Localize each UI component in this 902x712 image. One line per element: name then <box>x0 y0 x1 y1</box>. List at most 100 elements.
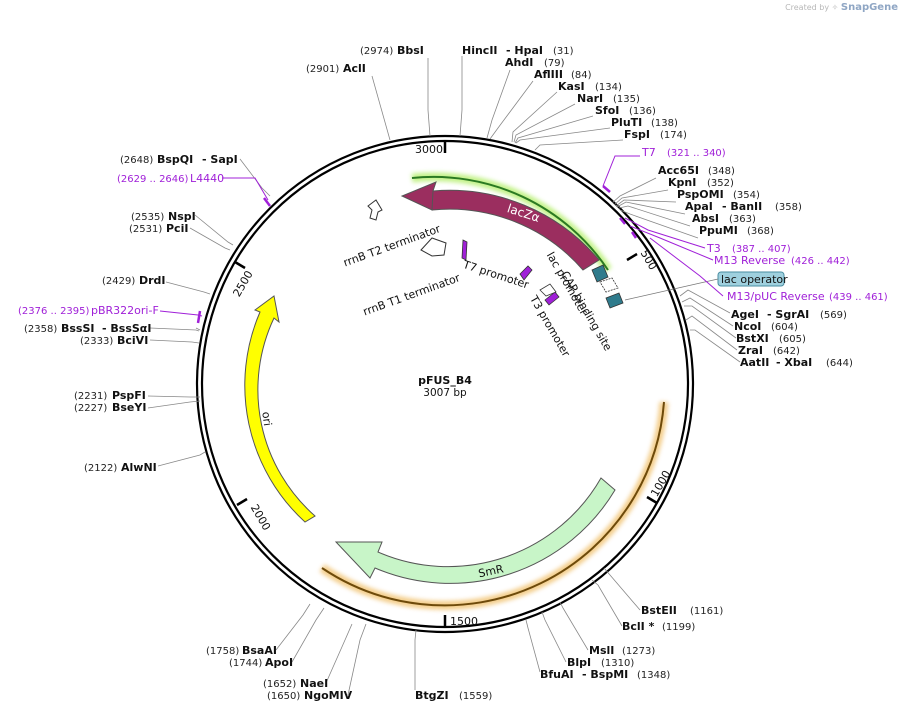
bbsi-name: BbsI <box>397 44 424 57</box>
enzyme-absi: AbsI (363) <box>692 212 756 225</box>
ncoi-pos: (604) <box>771 322 798 333</box>
primer-m13rev: M13 Reverse (426 .. 442) <box>714 254 850 267</box>
btgzi-name: BtgZI <box>415 689 449 702</box>
bsteii-name: BstEII <box>641 604 677 617</box>
m13rev-primer-range: (426 .. 442) <box>791 256 850 267</box>
alwni-name: AlwNI <box>121 461 157 474</box>
alwni-pos: (2122) <box>84 463 117 474</box>
pcii-name: PciI <box>166 222 188 235</box>
pspomi-name: PspOMI <box>677 188 724 201</box>
absi-name: AbsI <box>692 212 719 225</box>
primer-t7: T7 (321 .. 340) <box>641 146 726 159</box>
hincii-name: HincII <box>462 44 498 57</box>
enzyme-fspi: FspI (174) <box>624 128 687 141</box>
rrnB-T1-terminator-arrow <box>420 237 447 257</box>
t3-promoter-arrow-a <box>519 265 533 281</box>
acc65i-pos: (348) <box>708 166 735 177</box>
bstxi-name: BstXI <box>736 332 769 345</box>
enzyme-nari: NarI (135) <box>577 92 640 105</box>
smr-label: SmR <box>477 562 505 580</box>
agei-name: AgeI <box>731 308 759 321</box>
enzyme-kasi: KasI (134) <box>558 80 622 93</box>
t3-promoter-arrow-b <box>544 291 560 306</box>
apai-name: ApaI <box>685 200 713 213</box>
enzyme-bbsi: (2974) BbsI <box>360 44 424 57</box>
aflii-pos: (84) <box>571 70 592 81</box>
plasmid-size: 3007 bp <box>423 387 467 399</box>
primer-m13puc: M13/pUC Reverse (439 .. 461) <box>727 290 888 303</box>
sfoi-name: SfoI <box>595 104 619 117</box>
pbr322-primer-range: (2376 .. 2395) <box>18 306 90 317</box>
zrai-pos: (642) <box>773 346 800 357</box>
snapgene-credit: Created by ✧ SnapGene <box>785 2 898 13</box>
rrnB-T1-terminator-label: rrnB T1 terminator <box>361 271 462 318</box>
plasmid-name: pFUS_B4 <box>418 374 472 387</box>
acli-name: AclI <box>343 62 366 75</box>
sgrai-name: - SgrAI <box>767 308 809 321</box>
ori-arrow <box>244 295 316 523</box>
blpi-name: BlpI <box>567 656 591 669</box>
pcii-pos: (2531) <box>129 224 162 235</box>
sfoi-pos: (136) <box>629 106 656 117</box>
enzyme-naei: (1652) NaeI <box>263 677 328 690</box>
zrai-name: ZraI <box>738 344 763 357</box>
kasi-name: KasI <box>558 80 585 93</box>
enzyme-bspqi: (2648) BspQI - SapI <box>120 153 238 166</box>
ppumi-name: PpuMI <box>699 224 738 237</box>
tick-2500-label: 2500 <box>230 268 255 299</box>
apoi-pos: (1744) <box>229 658 262 669</box>
aflii-name: AflIII <box>534 68 563 81</box>
enzyme-hincii: HincII - HpaI (31) <box>462 44 574 57</box>
bcivi-pos: (2333) <box>80 336 113 347</box>
fspi-pos: (174) <box>660 130 687 141</box>
lacZa-cds-line <box>411 175 609 271</box>
enzyme-nspi: (2535) NspI <box>131 210 196 223</box>
bspqi-name: BspQI <box>157 153 193 166</box>
t7-promoter-arrow <box>461 239 468 261</box>
enzyme-leader-lines <box>147 56 741 696</box>
primer-leader-lines <box>159 155 724 317</box>
enzyme-pcii: (2531) PciI <box>129 222 188 235</box>
enzyme-pspomi: PspOMI (354) <box>677 188 760 201</box>
ahdi-name: AhdI <box>505 56 533 69</box>
lac-promoter-arrow <box>599 277 619 293</box>
sapi-name: - SapI <box>202 153 238 166</box>
m13puc-primer-range: (439 .. 461) <box>829 292 888 303</box>
enzyme-alwni: (2122) AlwNI <box>84 461 157 474</box>
tick-500-label: 500 <box>638 248 660 273</box>
apai-pos: (358) <box>775 202 802 213</box>
bsteii-pos: (1161) <box>690 606 723 617</box>
enzyme-sfoi: SfoI (136) <box>595 104 656 117</box>
tick-2000-label: 2000 <box>248 502 273 533</box>
bsssai-name: - BssSαI <box>102 322 151 335</box>
bspqi-pos: (2648) <box>120 155 153 166</box>
t3-primer-name: T3 <box>706 242 721 255</box>
tick-1500-label: 1500 <box>450 615 478 628</box>
kpni-pos: (352) <box>707 178 734 189</box>
aatii-name: AatII <box>740 356 769 369</box>
enzyme-bsteii: BstEII (1161) <box>641 604 723 617</box>
enzyme-ahdi: AhdI (79) <box>505 56 565 69</box>
tick-3000-label: 3000 <box>415 143 443 156</box>
enzyme-agei: AgeI - SgrAI (569) <box>731 308 847 321</box>
bseyi-pos: (2227) <box>74 403 107 414</box>
tick-2500: 2500 <box>230 260 256 299</box>
nspi-pos: (2535) <box>131 212 164 223</box>
lac-operator-callout-label: lac operator <box>721 273 788 286</box>
fspi-name: FspI <box>624 128 650 141</box>
lacZa-arrow <box>400 181 600 271</box>
blpi-pos: (1310) <box>601 658 634 669</box>
enzyme-bcivi: (2333) BciVI <box>80 334 148 347</box>
nari-pos: (135) <box>613 94 640 105</box>
nari-name: NarI <box>577 92 603 105</box>
bsaai-pos: (1758) <box>206 646 239 657</box>
banii-name: - BanII <box>722 200 762 213</box>
btgzi-pos: (1559) <box>459 691 492 702</box>
enzyme-bfuai: BfuAI - BspMI (1348) <box>540 668 670 681</box>
ngomiv-pos: (1650) <box>267 691 300 702</box>
bfuai-name: BfuAI <box>540 668 574 681</box>
primer-pbr322: (2376 .. 2395) pBR322ori-F <box>18 304 159 317</box>
bspmi-name: - BspMI <box>582 668 628 681</box>
rrnB-T2-terminator-arrow <box>367 199 383 221</box>
